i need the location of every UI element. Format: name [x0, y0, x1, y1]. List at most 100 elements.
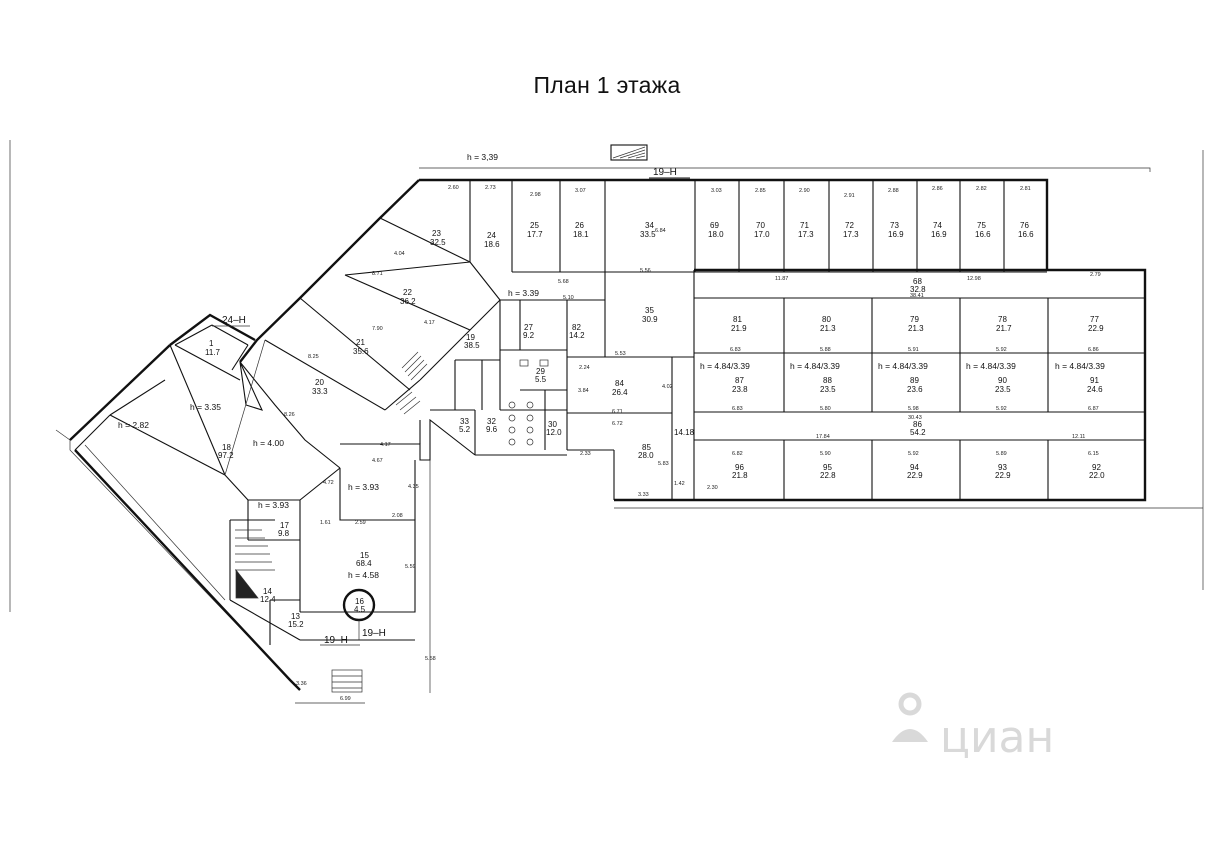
svg-text:6.87: 6.87 — [1088, 406, 1099, 412]
svg-text:22.0: 22.0 — [1089, 471, 1105, 480]
svg-text:21.8: 21.8 — [732, 471, 748, 480]
svg-text:2.91: 2.91 — [844, 193, 855, 199]
svg-text:5.2: 5.2 — [459, 425, 471, 434]
svg-text:9.6: 9.6 — [486, 425, 498, 434]
svg-text:14.18: 14.18 — [674, 428, 695, 437]
svg-text:5.58: 5.58 — [425, 656, 436, 662]
svg-text:54.2: 54.2 — [910, 428, 926, 437]
svg-text:87: 87 — [735, 376, 744, 385]
svg-text:6.86: 6.86 — [1088, 347, 1099, 353]
svg-text:h = 2.82: h = 2.82 — [118, 420, 149, 430]
svg-text:23.8: 23.8 — [732, 385, 748, 394]
svg-text:18.0: 18.0 — [708, 230, 724, 239]
svg-text:4.17: 4.17 — [380, 442, 391, 448]
svg-text:38.5: 38.5 — [464, 341, 480, 350]
svg-text:5.80: 5.80 — [820, 406, 831, 412]
svg-text:32.5: 32.5 — [430, 238, 446, 247]
svg-text:16.9: 16.9 — [888, 230, 904, 239]
svg-text:13: 13 — [291, 612, 300, 621]
svg-text:2.79: 2.79 — [1090, 272, 1101, 278]
svg-text:5.90: 5.90 — [820, 451, 831, 457]
svg-text:4.5: 4.5 — [354, 605, 366, 614]
room-1: 111.7 — [205, 339, 221, 357]
svg-text:22.9: 22.9 — [907, 471, 923, 480]
svg-text:6.71: 6.71 — [612, 409, 623, 415]
svg-text:h = 4.84/3.39: h = 4.84/3.39 — [878, 361, 928, 371]
svg-text:17.7: 17.7 — [527, 230, 543, 239]
svg-text:88: 88 — [823, 376, 832, 385]
svg-text:5.91: 5.91 — [908, 347, 919, 353]
svg-text:6.83: 6.83 — [732, 406, 743, 412]
svg-text:33: 33 — [460, 417, 469, 426]
svg-text:26: 26 — [575, 221, 584, 230]
svg-text:h = 4.84/3.39: h = 4.84/3.39 — [1055, 361, 1105, 371]
svg-text:97.2: 97.2 — [218, 451, 234, 460]
svg-text:30.43: 30.43 — [908, 415, 922, 421]
central-block — [239, 179, 567, 469]
svg-text:8.25: 8.25 — [308, 354, 319, 360]
svg-text:95: 95 — [823, 463, 832, 472]
svg-text:21: 21 — [356, 338, 365, 347]
svg-text:5.5: 5.5 — [535, 375, 547, 384]
svg-text:94: 94 — [910, 463, 919, 472]
svg-text:17.3: 17.3 — [843, 230, 859, 239]
svg-text:35.6: 35.6 — [353, 347, 369, 356]
svg-text:80: 80 — [822, 315, 831, 324]
svg-text:2.85: 2.85 — [755, 188, 766, 194]
svg-text:12.4: 12.4 — [260, 595, 276, 604]
svg-text:4.02: 4.02 — [662, 384, 673, 390]
axis-label-24: 24–Н — [222, 315, 246, 326]
axis-markers: 24–Н 19–Н 19–Н — [212, 315, 386, 646]
svg-text:68: 68 — [913, 277, 922, 286]
svg-text:26.4: 26.4 — [612, 388, 628, 397]
svg-text:2.98: 2.98 — [530, 192, 541, 198]
svg-text:14: 14 — [263, 587, 272, 596]
svg-text:5.98: 5.98 — [908, 406, 919, 412]
svg-text:15.2: 15.2 — [288, 620, 304, 629]
svg-text:96: 96 — [735, 463, 744, 472]
svg-text:24.6: 24.6 — [1087, 385, 1103, 394]
height-label: h = 3,39 — [467, 152, 498, 162]
svg-text:2.90: 2.90 — [799, 188, 810, 194]
svg-text:5.68: 5.68 — [558, 279, 569, 285]
svg-text:h = 3.93: h = 3.93 — [348, 482, 379, 492]
svg-text:23: 23 — [432, 229, 441, 238]
svg-text:6.84: 6.84 — [655, 228, 666, 234]
svg-text:73: 73 — [890, 221, 899, 230]
svg-text:16.6: 16.6 — [975, 230, 991, 239]
room-16: 164.5 — [354, 597, 366, 614]
svg-text:85: 85 — [642, 443, 651, 452]
svg-text:9.2: 9.2 — [523, 331, 535, 340]
svg-text:21.3: 21.3 — [908, 324, 924, 333]
svg-text:72: 72 — [845, 221, 854, 230]
svg-text:86: 86 — [913, 420, 922, 429]
svg-text:69: 69 — [710, 221, 719, 230]
entrance-steps-icon — [331, 669, 363, 693]
svg-text:18.6: 18.6 — [484, 240, 500, 249]
svg-text:8.26: 8.26 — [284, 412, 295, 418]
svg-text:32.8: 32.8 — [910, 285, 926, 294]
svg-text:4.72: 4.72 — [323, 480, 334, 486]
south-block — [229, 418, 476, 693]
svg-text:5.59: 5.59 — [405, 564, 416, 570]
svg-text:h = 4.84/3.39: h = 4.84/3.39 — [790, 361, 840, 371]
svg-text:22: 22 — [403, 288, 412, 297]
